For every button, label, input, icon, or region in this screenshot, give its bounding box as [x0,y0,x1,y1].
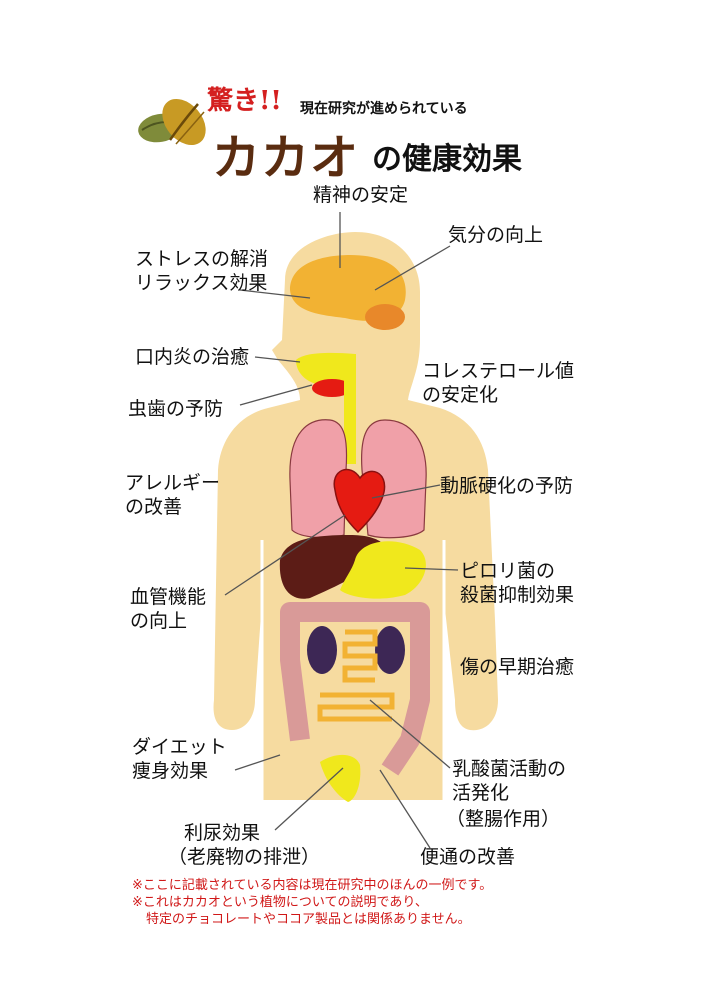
label-cholesterol-stable: の安定化 [422,384,499,406]
label-waste: （老廃物の排泄） [168,846,321,868]
kidney-right [375,626,405,674]
label-diuretic: 利尿効果 [184,822,261,844]
note-line-2: ※これはカカオという植物についての説明であり、 [132,895,428,910]
title-amazing: 驚き!! [207,86,282,116]
label-cholesterol: コレステロール値 [422,360,575,382]
title-health-effects: の健康効果 [372,142,522,177]
label-vascular-improve: の向上 [130,610,188,632]
label-stomatitis: 口内炎の治癒 [135,346,250,368]
cacao-pod-icon [138,98,206,146]
label-bowel: 便通の改善 [420,846,516,868]
label-diet: ダイエット [132,736,227,758]
tongue [312,379,352,397]
label-pylori: ピロリ菌の [460,560,556,582]
bladder [320,754,361,802]
label-allergy: アレルギー [125,472,221,494]
label-mood: 気分の向上 [448,224,544,246]
label-relax: リラックス効果 [135,272,268,294]
kidney-left [307,626,337,674]
lung-left [289,419,348,539]
esophagus [344,354,356,464]
small-intestine [317,629,395,722]
label-lactic: 乳酸菌活動の [452,758,567,780]
label-vascular: 血管機能 [130,586,207,608]
label-lactic-intestinal: （整腸作用） [446,808,561,830]
title-subtitle: 現在研究が進められている [300,101,468,117]
stomach [340,541,426,599]
label-mental-stability: 精神の安定 [313,184,409,206]
note-line-3: 特定のチョコレートやココア製品とは関係ありません。 [146,912,471,927]
note-line-1: ※ここに記載されている内容は現在研究中のほんの一例です。 [132,878,493,893]
label-stress: ストレスの解消 [135,248,269,270]
label-wound: 傷の早期治癒 [460,656,575,678]
heart [333,468,386,534]
label-allergy-improve: の改善 [125,496,183,518]
label-cavity: 虫歯の予防 [128,398,224,420]
label-arteriosclerosis: 動脈硬化の予防 [440,475,574,497]
label-slimming: 痩身効果 [132,760,209,782]
label-pylori-effect: 殺菌抑制効果 [460,584,575,606]
label-lactic-active: 活発化 [452,782,510,804]
brain [290,255,406,321]
large-intestine [280,602,430,776]
cerebellum [365,304,405,330]
title-cacao: カカオ [212,130,360,186]
